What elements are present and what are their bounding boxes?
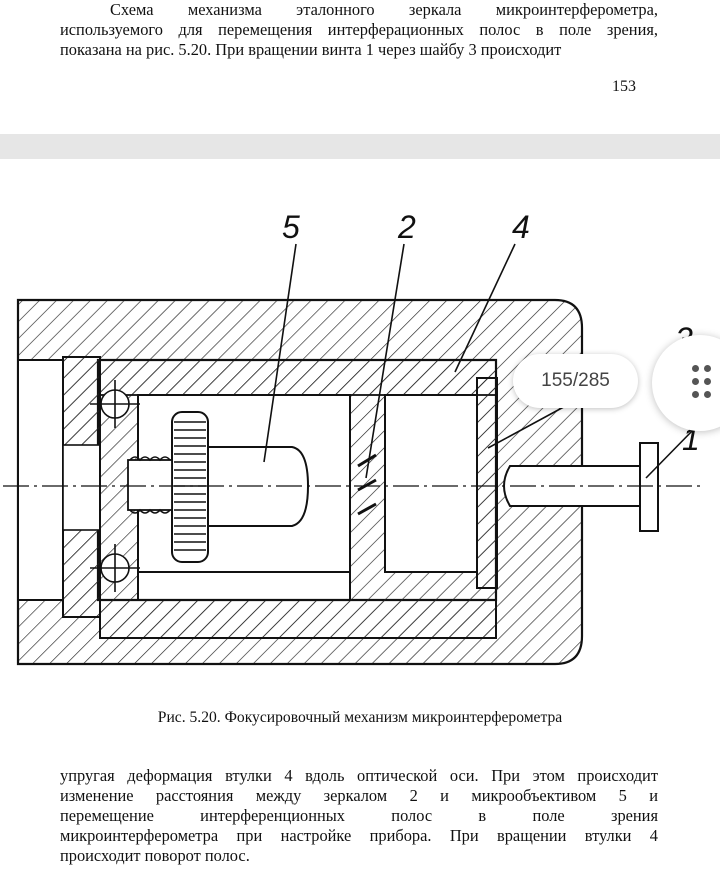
document-page-top: Схема механизма эталонного зеркала микро… (0, 0, 720, 134)
top-paragraph: Схема механизма эталонного зеркала микро… (60, 0, 658, 60)
label-5: 5 (282, 209, 300, 245)
paragraph-line: Схема механизма эталонного зеркала микро… (110, 0, 658, 19)
page-number: 153 (612, 78, 636, 95)
menu-button[interactable] (652, 335, 720, 431)
paragraph-line: изменение расстояния между зеркалом 2 и … (60, 786, 658, 805)
label-4: 4 (512, 209, 530, 245)
bottom-paragraph: упругая деформация втулки 4 вдоль оптиче… (60, 766, 658, 866)
paragraph-line: показана на рис. 5.20. При вращении винт… (60, 40, 562, 59)
paragraph-line: используемого для перемещения интерферац… (60, 20, 658, 39)
page-indicator[interactable]: 155/285 (513, 354, 638, 408)
figure-caption: Рис. 5.20. Фокусировочный механизм микро… (157, 709, 563, 726)
figure-drawing: 5 2 4 1 3 (0, 159, 720, 699)
page-separator (0, 134, 720, 159)
label-2: 2 (397, 209, 416, 245)
paragraph-line: упругая деформация втулки 4 вдоль оптиче… (60, 766, 658, 785)
paragraph-line: происходит поворот полос. (60, 846, 250, 865)
more-dots-icon (692, 365, 720, 401)
mechanism-drawing: 5 2 4 1 3 (3, 209, 700, 666)
paragraph-line: микроинтерферометра при настройке прибор… (60, 826, 658, 845)
paragraph-line: перемещение интерференционных полос в по… (60, 806, 658, 825)
